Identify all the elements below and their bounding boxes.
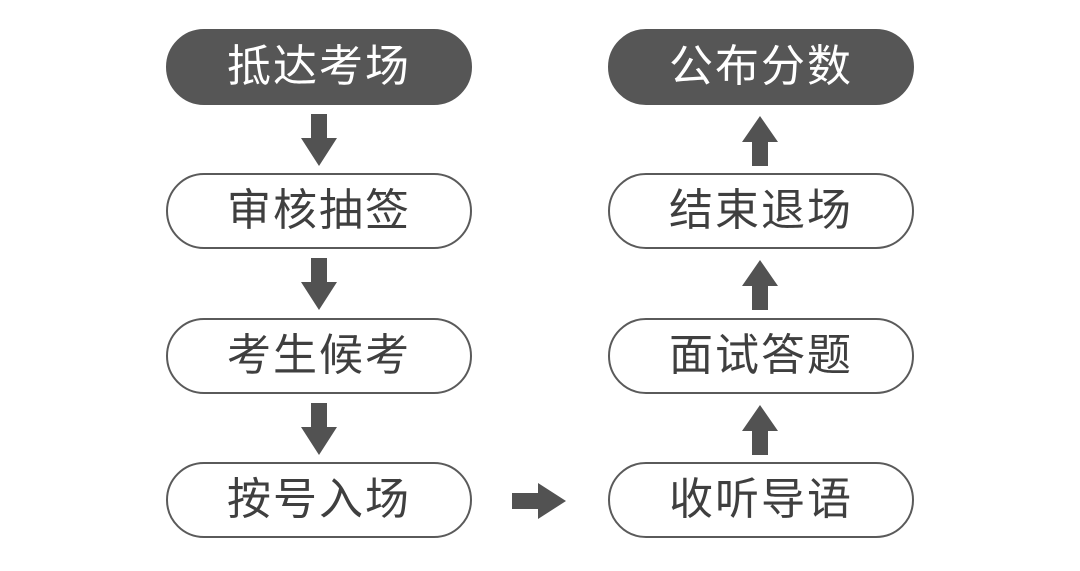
step-announce-scores: 公布分数 [608, 29, 914, 105]
step-interview-answer: 面试答题 [608, 318, 914, 394]
step-candidate-waiting: 考生候考 [166, 318, 472, 394]
step-enter-by-number: 按号入场 [166, 462, 472, 538]
arrow-down-icon [301, 114, 337, 166]
arrow-up-icon [742, 260, 778, 310]
step-verify-draw-lots: 审核抽签 [166, 173, 472, 249]
arrow-up-icon [742, 116, 778, 166]
arrow-down-icon [301, 258, 337, 310]
arrow-down-icon [301, 403, 337, 455]
step-finish-exit: 结束退场 [608, 173, 914, 249]
step-arrive-exam-site: 抵达考场 [166, 29, 472, 105]
arrow-up-icon [742, 405, 778, 455]
arrow-right-icon [512, 483, 566, 519]
step-listen-instructions: 收听导语 [608, 462, 914, 538]
